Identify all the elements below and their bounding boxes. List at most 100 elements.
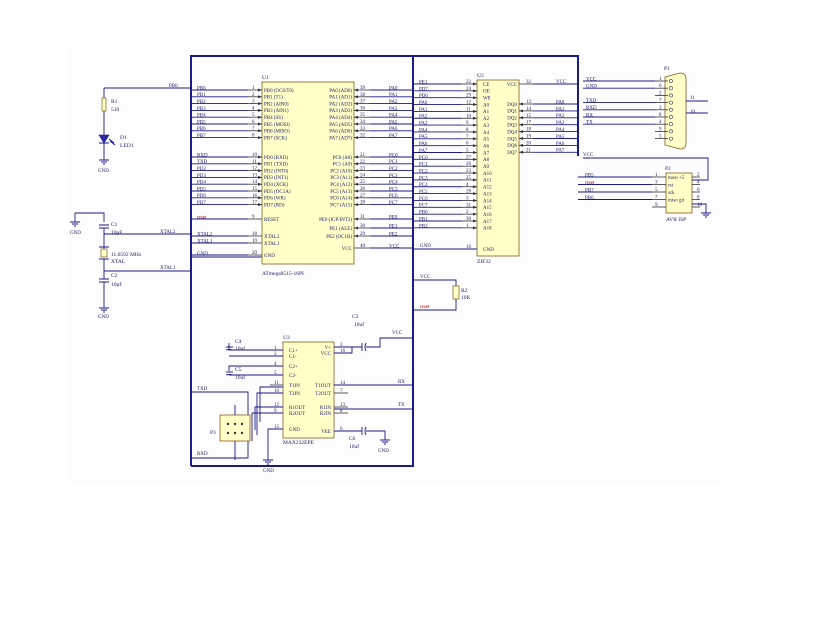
u1-pin-name: VCC: [342, 247, 353, 252]
gnd-label-u1: GND: [197, 252, 208, 257]
u1-pin-name: PB6 (MISO): [264, 130, 290, 135]
u1-left-net-label: PB3: [197, 107, 206, 112]
p2-pin-number: 10: [697, 203, 703, 208]
u1-pin-name: PC7 (A15): [330, 203, 352, 208]
u1-pin-number: 32: [360, 134, 366, 139]
p2-pin-number: 4: [697, 181, 700, 186]
u1-pin-number: 30: [360, 224, 366, 229]
u2-pin-name: A5: [483, 138, 490, 143]
u3-pin-name: VEE: [321, 430, 331, 435]
u2-pin-number: 9: [466, 121, 469, 126]
u2-zif32: U2 ZIF32 CE22PE1OE24PD7WE29PD6A012PA0A11…: [413, 73, 578, 265]
u1-pin-name: PD1 (TXD): [264, 163, 288, 168]
u1-pin-name: PD3 (INT1): [264, 176, 289, 181]
p2-gnd-symbol: [701, 212, 711, 218]
u1-pin-name: PE0 (ICP/INT2): [319, 218, 352, 223]
r1-d1-led-branch: PB0 R1 510 D1 LED1 GND: [98, 84, 191, 174]
u2-left-net-label: PB0: [419, 211, 428, 216]
u2-pin-name: A16: [483, 213, 492, 218]
u1-right-net-label: PA1: [389, 93, 398, 98]
u1-pin-name: PC2 (A10): [330, 169, 352, 174]
p2-ref: P2: [665, 166, 671, 172]
u2-pin-name: A14: [483, 199, 492, 204]
u2-pin-number: 31: [466, 203, 472, 208]
gnd-label-c2: GND: [98, 315, 109, 320]
u2-pin-name: A17: [483, 220, 492, 225]
c5-ref: C5: [235, 367, 242, 373]
u1-left-net-label: reset: [197, 215, 207, 220]
p3-jumper: P3: [210, 405, 251, 460]
u1-left-net-label: PB2: [197, 100, 206, 105]
u2-left-net-label: PA3: [419, 122, 428, 127]
u3-pin-name: R1IN: [320, 406, 332, 411]
u1-pin-name: PB2 (AIN0): [264, 102, 289, 107]
u3-pin-number: 2: [340, 343, 343, 348]
d1-ref: D1: [120, 135, 127, 141]
c3-value: 10uf: [354, 321, 364, 328]
u3-pin-number: 4: [274, 362, 277, 367]
u1-pin-number: 35: [360, 113, 366, 118]
u1-right-net-label: PA4: [389, 114, 398, 119]
u1-right-net-label: PA6: [389, 127, 398, 132]
u1-pin-name: PC0 (A8): [333, 156, 353, 161]
p1-net-label: VCC: [586, 77, 597, 82]
r1-ref: R1: [111, 99, 118, 105]
p2-pin-name: miso gd: [668, 198, 684, 203]
u1-left-net-label: RXD: [197, 153, 208, 158]
u2-pin-number: 19: [526, 135, 532, 140]
u2-pin-number: 5: [466, 149, 469, 154]
p1-net-label: TXD: [586, 99, 597, 104]
u2-pin-name: DQ0: [507, 103, 517, 108]
net-xtal1-left: XTAL1: [160, 266, 176, 271]
u2-ref: U2: [477, 73, 484, 79]
u3-pin-name: GND: [289, 428, 300, 433]
u1-pin-name: PB7 (SCK): [264, 136, 287, 141]
u1-pin-name: XTAL1: [264, 242, 280, 247]
u1-pin-number: 14: [252, 180, 258, 185]
u2-pin-name: A11: [483, 179, 492, 184]
u1-pin-name: PD5 (OC1A): [264, 190, 291, 195]
u2-left-net-label: PA1: [419, 108, 428, 113]
u1-pin-name: PB4 (SS): [264, 116, 283, 121]
u3-pin-number: 16: [340, 349, 346, 354]
net-pb0-label: PB0: [169, 84, 178, 89]
u1-right-net-label: PC0: [389, 153, 398, 158]
u2-right-net-label: PA3: [556, 121, 565, 126]
u2-pin-number: 13: [526, 100, 532, 105]
u2-left-net-label: PC6: [419, 197, 428, 202]
u1-left-net-label: PD5: [197, 187, 206, 192]
p2-pin-number: 5: [655, 188, 658, 193]
u3-pin-name: T1OUT: [315, 384, 331, 389]
u3-pin-name: R2OUT: [289, 412, 305, 417]
net-rx-max: RX: [398, 380, 405, 385]
gnd-label-u3: GND: [263, 469, 274, 474]
u2-pin-number: 25: [466, 176, 472, 181]
u3-pin-name: C1+: [289, 349, 298, 354]
u1-pin-number: 38: [360, 93, 366, 98]
p1-net-label: TX: [586, 121, 593, 126]
c3-ref: C3: [352, 314, 359, 320]
u1-left-net-label: PB1: [197, 93, 206, 98]
p2-net-label: PB6: [585, 196, 594, 201]
xtal-symbol: [100, 248, 108, 258]
p1-pin-number: 8: [659, 113, 662, 118]
u1-pin-number: 13: [252, 173, 258, 178]
u1-pin-number: 31: [360, 215, 366, 220]
u1-left-net-label: PD2: [197, 167, 206, 172]
gnd-label-d1: GND: [98, 169, 109, 174]
u1-right-net-label: PE1: [389, 224, 398, 229]
u2-pin-number: 28: [466, 190, 472, 195]
u1-pin-name: PD7 (RD): [264, 203, 285, 208]
u1-pin-number: 19: [252, 239, 258, 244]
c2-ref: C2: [111, 273, 118, 279]
u3-pin-number: 11: [274, 381, 279, 386]
u2-pin-name: A4: [483, 131, 490, 136]
u2-pin-number: 10: [466, 114, 472, 119]
u1-pin-number: 21: [360, 153, 366, 158]
p2-pin-name: rst: [668, 183, 674, 188]
u2-pin-number: 16: [466, 245, 472, 250]
p1-net-label: RXD: [586, 106, 597, 111]
bus-frame: [190, 55, 579, 467]
u3-pin-name: T2IN: [289, 392, 300, 397]
